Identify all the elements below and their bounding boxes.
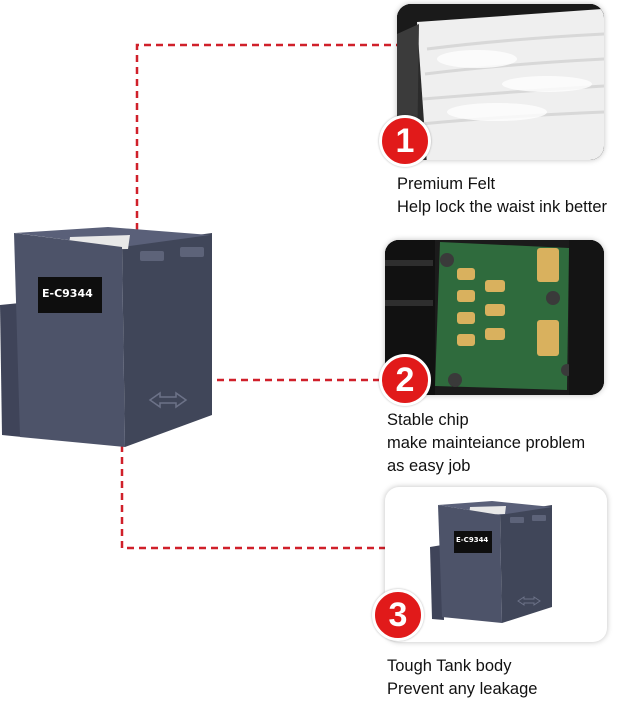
maintenance-box-small: E-C9344: [430, 495, 560, 635]
box-label: E-C9344: [42, 287, 93, 300]
double-arrow-icon: [150, 393, 186, 407]
feature-caption-felt: Premium Felt Help lock the waist ink bet…: [397, 173, 607, 219]
feature-number-badge: 2: [379, 354, 431, 406]
caption-line: as easy job: [387, 457, 471, 475]
connector-line-tank: [120, 445, 385, 550]
feature-caption-tank: Tough Tank body Prevent any leakage: [387, 655, 537, 701]
maintenance-box-main: E-C9344: [0, 215, 220, 460]
caption-title: Stable chip: [387, 411, 469, 429]
feature-number-badge: 3: [372, 589, 424, 641]
connector-line-felt: [135, 43, 397, 230]
caption-line: Help lock the waist ink better: [397, 198, 608, 216]
caption-title: Tough Tank body: [387, 657, 512, 675]
feature-caption-chip: Stable chip make mainteiance problem as …: [387, 409, 585, 478]
caption-line: Prevent any leakage: [387, 680, 538, 698]
feature-number-badge: 1: [379, 115, 431, 167]
felt-photo-panel: [397, 4, 604, 160]
small-box-label: E-C9344: [456, 536, 489, 544]
caption-line: make mainteiance problem: [387, 434, 586, 452]
caption-title: Premium Felt: [397, 175, 496, 193]
